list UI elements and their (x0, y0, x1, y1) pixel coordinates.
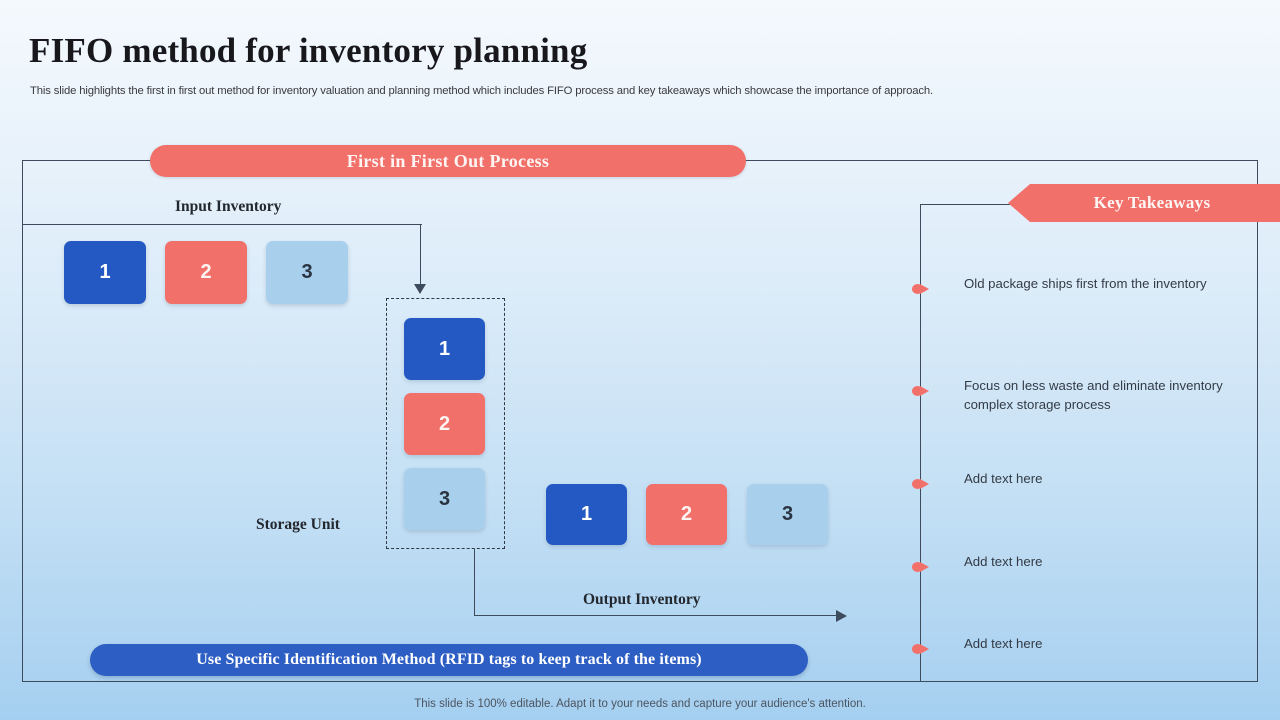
input-box-3[interactable]: 3 (266, 241, 348, 304)
takeaways-connector-horizontal (920, 204, 1010, 206)
input-connector-vertical (420, 224, 422, 286)
bullet-arrow-icon (912, 561, 934, 573)
rfid-method-banner[interactable]: Use Specific Identification Method (RFID… (90, 644, 808, 676)
output-box-2[interactable]: 2 (646, 484, 727, 545)
storage-box-1[interactable]: 1 (404, 318, 485, 380)
output-arrow-icon (836, 610, 847, 622)
takeaway-text: Focus on less waste and eliminate invent… (964, 378, 1223, 412)
output-box-1[interactable]: 1 (546, 484, 627, 545)
takeaways-timeline-line (920, 204, 922, 682)
output-connector-vertical (474, 549, 476, 616)
bullet-arrow-icon (912, 478, 934, 490)
bullet-arrow-icon (912, 643, 934, 655)
takeaway-text: Add text here (964, 636, 1043, 651)
input-connector-horizontal (22, 224, 422, 226)
bullet-arrow-icon (912, 283, 934, 295)
input-box-1[interactable]: 1 (64, 241, 146, 304)
fifo-process-banner: First in First Out Process (150, 145, 746, 177)
output-connector-horizontal (474, 615, 840, 617)
takeaway-text: Add text here (964, 471, 1043, 486)
storage-unit-label: Storage Unit (256, 516, 340, 533)
input-box-2[interactable]: 2 (165, 241, 247, 304)
storage-unit-container (386, 298, 505, 549)
slide-footer-note: This slide is 100% editable. Adapt it to… (414, 698, 866, 710)
takeaway-text: Old package ships first from the invento… (964, 276, 1207, 291)
page-title: FIFO method for inventory planning (29, 31, 588, 70)
input-inventory-label: Input Inventory (175, 198, 282, 215)
storage-box-2[interactable]: 2 (404, 393, 485, 455)
output-inventory-label: Output Inventory (583, 591, 701, 608)
key-takeaways-banner: Key Takeaways (1008, 184, 1280, 222)
takeaway-text: Add text here (964, 554, 1043, 569)
bullet-arrow-icon (912, 385, 934, 397)
storage-box-3[interactable]: 3 (404, 468, 485, 530)
page-subtitle: This slide highlights the first in first… (30, 85, 933, 97)
output-box-3[interactable]: 3 (747, 484, 828, 545)
input-arrow-icon (414, 284, 426, 294)
